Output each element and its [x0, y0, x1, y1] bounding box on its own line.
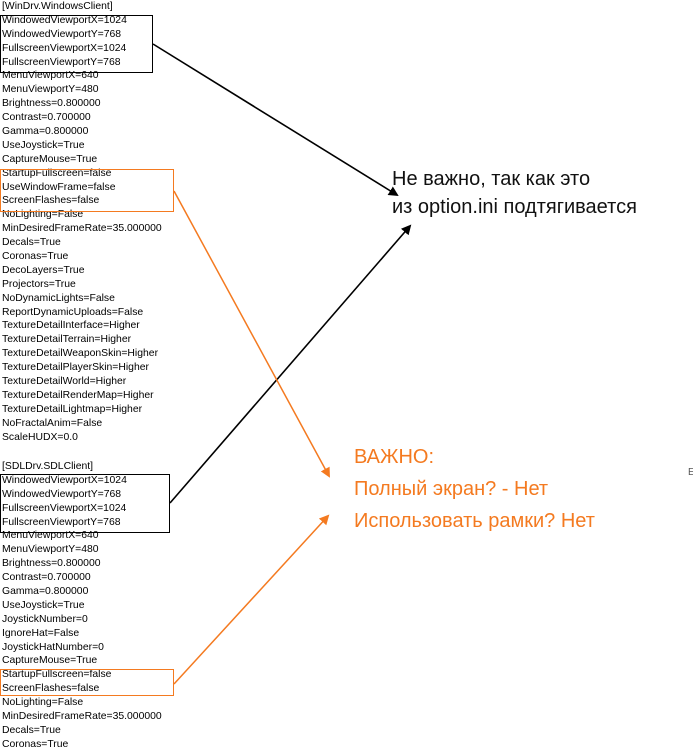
viewport-highlight-box-windows [0, 15, 153, 73]
config-line: MinDesiredFrameRate=35.000000 [2, 711, 162, 723]
config-section-header: [SDLDrv.SDLClient] [2, 461, 94, 472]
config-line: IgnoreHat=False [2, 627, 80, 639]
config-line: TextureDetailPlayerSkin=Higher [2, 362, 149, 374]
config-line: ScreenFlashes=false [2, 195, 100, 207]
config-line: CaptureMouse=True [2, 655, 98, 667]
config-line: Coronas=True [2, 251, 69, 263]
not-important-note-line1: Не важно, так как это [392, 168, 591, 190]
config-line: MenuViewportX=640 [2, 70, 99, 82]
config-section-header: [WinDrv.WindowsClient] [2, 1, 113, 12]
config-line: Brightness=0.800000 [2, 558, 101, 570]
arrow-sdl-viewport-to-note [169, 224, 412, 504]
config-line: MenuViewportY=480 [2, 84, 99, 96]
config-line: MinDesiredFrameRate=35.000000 [2, 223, 162, 235]
config-line: UseJoystick=True [2, 599, 85, 611]
config-line: StartupFullscreen=false [2, 669, 112, 681]
config-line: TextureDetailLightmap=Higher [2, 403, 143, 415]
config-line: TextureDetailWorld=Higher [2, 376, 127, 388]
config-line: StartupFullscreen=false [2, 167, 112, 179]
config-line: MenuViewportY=480 [2, 544, 99, 556]
config-line: UseWindowFrame=false [2, 181, 116, 193]
config-line: FullscreenViewportY=768 [2, 56, 121, 68]
config-line: Gamma=0.800000 [2, 586, 89, 598]
config-line: TextureDetailTerrain=Higher [2, 334, 132, 346]
sdl-client-config: [SDLDrv.SDLClient] WindowedViewportX=1024… [2, 460, 202, 752]
important-note-fullscreen-question: Полный экран? - Нет [354, 478, 549, 500]
config-line: TextureDetailInterface=Higher [2, 320, 140, 332]
config-line: NoDynamicLights=False [2, 292, 115, 304]
config-line: Contrast=0.700000 [2, 112, 91, 124]
config-line: WindowedViewportY=768 [2, 28, 122, 40]
windows-client-config: [WinDrv.WindowsClient] WindowedViewportX=… [2, 0, 202, 445]
config-line: JoystickNumber=0 [2, 613, 88, 625]
config-line: TextureDetailRenderMap=Higher [2, 389, 154, 401]
not-important-note: Не важно, так как это из option.ini подт… [392, 165, 637, 221]
config-line: Gamma=0.800000 [2, 126, 89, 138]
config-line: ReportDynamicUploads=False [2, 306, 144, 318]
arrow-windows-fullscreen-to-important [173, 190, 330, 478]
fullscreen-highlight-box-windows [0, 169, 174, 212]
config-line: WindowedViewportX=1024 [2, 14, 127, 26]
config-line: NoLighting=False [2, 697, 84, 709]
config-line: TextureDetailWeaponSkin=Higher [2, 348, 159, 360]
viewport-highlight-box-sdl [0, 474, 170, 533]
important-note: ВАЖНО: Полный экран? - Нет Использовать … [354, 441, 595, 537]
not-important-note-line2: из option.ini подтягивается [392, 196, 637, 218]
config-line: ScaleHUDX=0.0 [2, 431, 78, 443]
config-line: Decals=True [2, 724, 61, 736]
config-line: Projectors=True [2, 278, 76, 290]
config-line: FullscreenViewportX=1024 [2, 42, 127, 54]
config-line: FullscreenViewportY=768 [2, 516, 121, 528]
config-line: Brightness=0.800000 [2, 98, 101, 110]
config-line: WindowedViewportY=768 [2, 488, 122, 500]
config-line: NoFractalAnim=False [2, 417, 103, 429]
config-line: CaptureMouse=True [2, 153, 98, 165]
stray-glyph: E [688, 467, 693, 478]
important-note-title: ВАЖНО: [354, 446, 435, 468]
arrow-windows-viewport-to-note [152, 43, 399, 197]
config-line: NoLighting=False [2, 209, 84, 221]
config-line: JoystickHatNumber=0 [2, 641, 104, 653]
config-line: MenuViewportX=640 [2, 530, 99, 542]
arrow-sdl-fullscreen-to-important [173, 514, 330, 685]
config-line: Decals=True [2, 237, 61, 249]
config-line: ScreenFlashes=false [2, 683, 100, 695]
config-line: Contrast=0.700000 [2, 572, 91, 584]
fullscreen-highlight-box-sdl [0, 669, 174, 696]
config-line: FullscreenViewportX=1024 [2, 502, 127, 514]
config-line: Coronas=True [2, 738, 69, 750]
config-line: WindowedViewportX=1024 [2, 474, 127, 486]
config-line: DecoLayers=True [2, 264, 85, 276]
important-note-window-frame-question: Использовать рамки? Нет [354, 510, 595, 532]
config-line: UseJoystick=True [2, 139, 85, 151]
